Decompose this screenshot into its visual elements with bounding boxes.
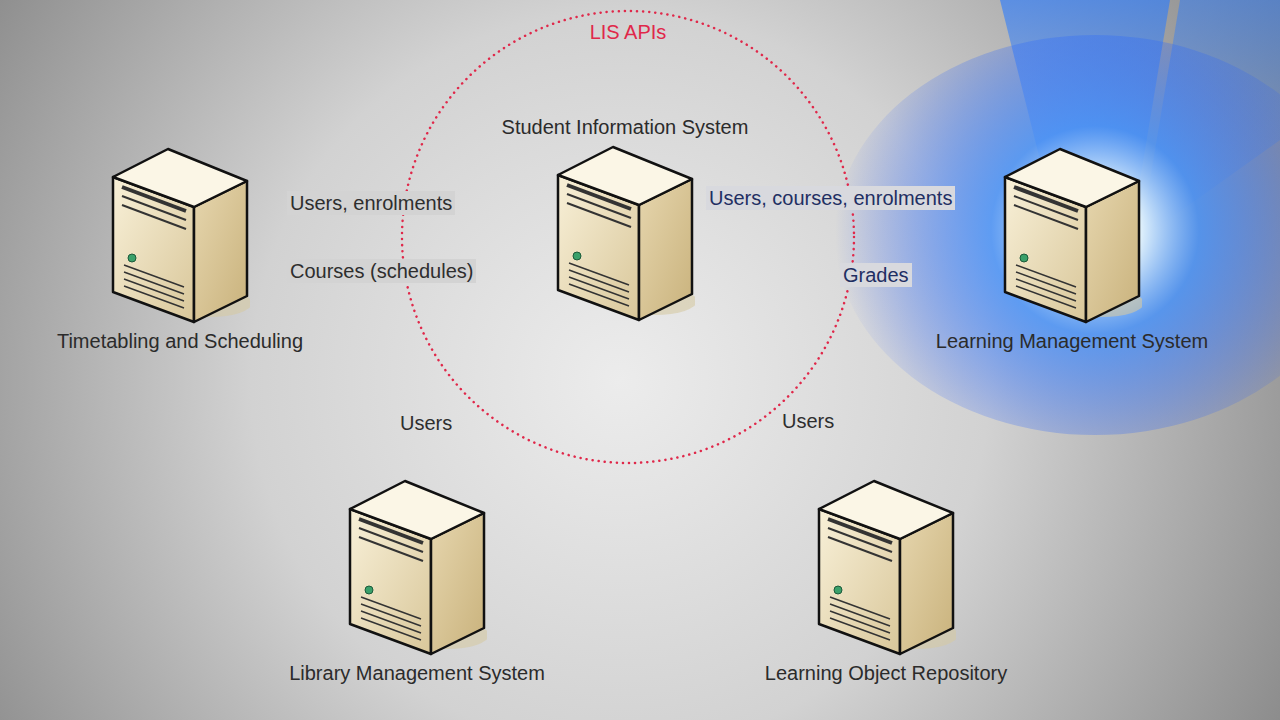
status-light (128, 254, 136, 262)
server-label: Library Management System (289, 661, 545, 685)
server-node: Timetabling and Scheduling (57, 145, 303, 353)
flow-label: Users (779, 409, 837, 433)
flow-label: Users, courses, enrolments (706, 186, 955, 210)
status-light (365, 586, 373, 594)
drive-slot (1014, 205, 1078, 229)
drive-slot (122, 205, 186, 229)
server-label: Learning Management System (936, 329, 1208, 353)
boundary-title: LIS APIs (587, 20, 670, 44)
drive-slot (567, 203, 631, 227)
drive-slot (828, 537, 892, 561)
server-label: Learning Object Repository (765, 661, 1007, 685)
server-icon (347, 477, 487, 657)
server-node: Student Information System (502, 115, 749, 323)
server-icon (555, 143, 695, 323)
server-label: Student Information System (502, 115, 749, 139)
vent-line (1016, 286, 1076, 308)
top-face (350, 481, 484, 539)
vent-line (124, 286, 184, 308)
vent-line (361, 618, 421, 640)
status-light (1020, 254, 1028, 262)
top-face (1005, 149, 1139, 207)
drive-slot (359, 537, 423, 561)
flow-label: Users, enrolments (287, 191, 455, 215)
top-face (558, 147, 692, 205)
api-boundary (402, 11, 854, 463)
flow-label: Courses (schedules) (287, 259, 476, 283)
top-face (113, 149, 247, 207)
server-icon (816, 477, 956, 657)
server-node: Library Management System (289, 477, 545, 685)
top-face (819, 481, 953, 539)
server-node: Learning Management System (936, 145, 1208, 353)
light-flare (835, 35, 1280, 435)
server-node: Learning Object Repository (765, 477, 1007, 685)
server-icon (1002, 145, 1142, 325)
status-light (573, 252, 581, 260)
flow-label: Grades (840, 263, 912, 287)
status-light (834, 586, 842, 594)
flow-label: Users (397, 411, 455, 435)
vent-line (830, 618, 890, 640)
vent-line (569, 284, 629, 306)
server-label: Timetabling and Scheduling (57, 329, 303, 353)
server-icon (110, 145, 250, 325)
